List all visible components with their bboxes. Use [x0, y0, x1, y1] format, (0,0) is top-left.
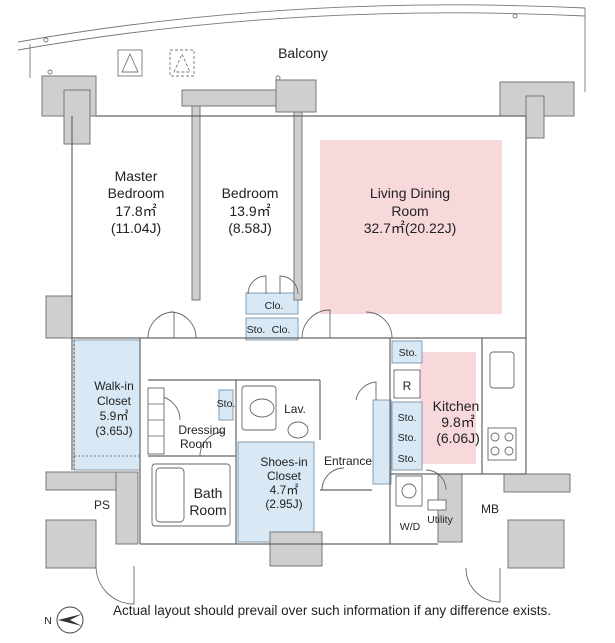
svg-text:Sto.: Sto.: [398, 412, 417, 424]
svg-text:(8.58J): (8.58J): [228, 220, 272, 236]
balcony-label: Balcony: [278, 45, 328, 61]
svg-text:Shoes-in: Shoes-in: [260, 455, 307, 469]
balcony-railing: [17, 4, 586, 92]
svg-text:Bedroom: Bedroom: [108, 185, 165, 201]
svg-text:Clo.: Clo.: [265, 300, 284, 312]
kitchen-label: Kitchen 9.8㎡ (6.06J): [433, 398, 480, 446]
svg-text:Dressing: Dressing: [178, 423, 225, 437]
svg-text:Sto.: Sto.: [399, 347, 418, 359]
svg-text:Room: Room: [180, 437, 212, 451]
svg-text:(6.06J): (6.06J): [436, 430, 480, 446]
svg-text:Room: Room: [189, 502, 226, 518]
bedroom-label: Bedroom 13.9㎡ (8.58J): [222, 185, 279, 236]
storage-labels: Sto. Sto. Sto. Sto. Sto. Sto.: [217, 324, 418, 465]
svg-text:Bedroom: Bedroom: [222, 185, 279, 201]
living-dining-highlight: [320, 140, 502, 314]
wd-label: W/D: [400, 521, 421, 533]
lav-label: Lav.: [284, 402, 306, 416]
kitchen-highlight: [420, 352, 476, 464]
refrigerator-icon: [393, 369, 421, 399]
svg-text:(2.95J): (2.95J): [265, 497, 302, 511]
svg-text:Clo.: Clo.: [272, 324, 291, 336]
walls: [41, 75, 575, 569]
fixtures: [147, 351, 517, 527]
svg-text:(11.04J): (11.04J): [111, 220, 161, 236]
utility-label: Utility: [427, 514, 453, 526]
walk-in-closet-label: Walk-in Closet 5.9㎡ (3.65J): [94, 379, 134, 438]
disclaimer: Actual layout should prevail over such i…: [113, 603, 551, 618]
toilet-icon: [249, 398, 275, 418]
svg-text:Kitchen: Kitchen: [433, 398, 480, 414]
svg-text:9.8㎡: 9.8㎡: [441, 414, 474, 430]
svg-text:Walk-in: Walk-in: [94, 379, 134, 393]
svg-text:Sto.: Sto.: [398, 432, 417, 444]
living-dining-label: Living Dining Room 32.7㎡(20.22J): [364, 185, 457, 236]
entrance-label: Entrance: [324, 454, 372, 468]
ps-label: PS: [94, 498, 110, 512]
svg-text:Bath: Bath: [194, 485, 223, 501]
svg-text:32.7㎡(20.22J): 32.7㎡(20.22J): [364, 220, 457, 236]
svg-text:17.8㎡: 17.8㎡: [115, 203, 156, 219]
balcony-vent-icons: [117, 49, 195, 77]
svg-text:4.7㎡: 4.7㎡: [270, 483, 299, 497]
compass-icon: [56, 606, 84, 634]
svg-text:Sto.: Sto.: [398, 453, 417, 465]
dressing-room-label: Dressing Room: [178, 423, 225, 451]
svg-text:Sto.: Sto.: [217, 398, 236, 410]
shoes-in-closet-label: Shoes-in Closet 4.7㎡ (2.95J): [260, 455, 307, 511]
stove-icon: [487, 427, 517, 461]
refrigerator-label: R: [403, 379, 412, 393]
master-bedroom-label: Master Bedroom 17.8㎡ (11.04J): [108, 168, 165, 236]
compass-label: N: [44, 615, 52, 627]
svg-text:(3.65J): (3.65J): [95, 424, 132, 438]
svg-text:Living Dining: Living Dining: [370, 185, 450, 201]
svg-text:Master: Master: [115, 168, 158, 184]
svg-text:Closet: Closet: [97, 394, 132, 408]
svg-text:13.9㎡: 13.9㎡: [229, 203, 270, 219]
svg-text:Closet: Closet: [267, 469, 302, 483]
mb-label: MB: [481, 502, 499, 516]
bath-room-label: Bath Room: [189, 485, 226, 518]
svg-text:5.9㎡: 5.9㎡: [100, 409, 129, 423]
svg-text:Sto.: Sto.: [247, 324, 266, 336]
closet-fills: [73, 292, 423, 543]
svg-text:Room: Room: [391, 203, 428, 219]
doors: [95, 275, 501, 605]
kitchen-sink-icon: [489, 351, 515, 389]
closet-labels: Clo. Clo.: [265, 300, 291, 336]
